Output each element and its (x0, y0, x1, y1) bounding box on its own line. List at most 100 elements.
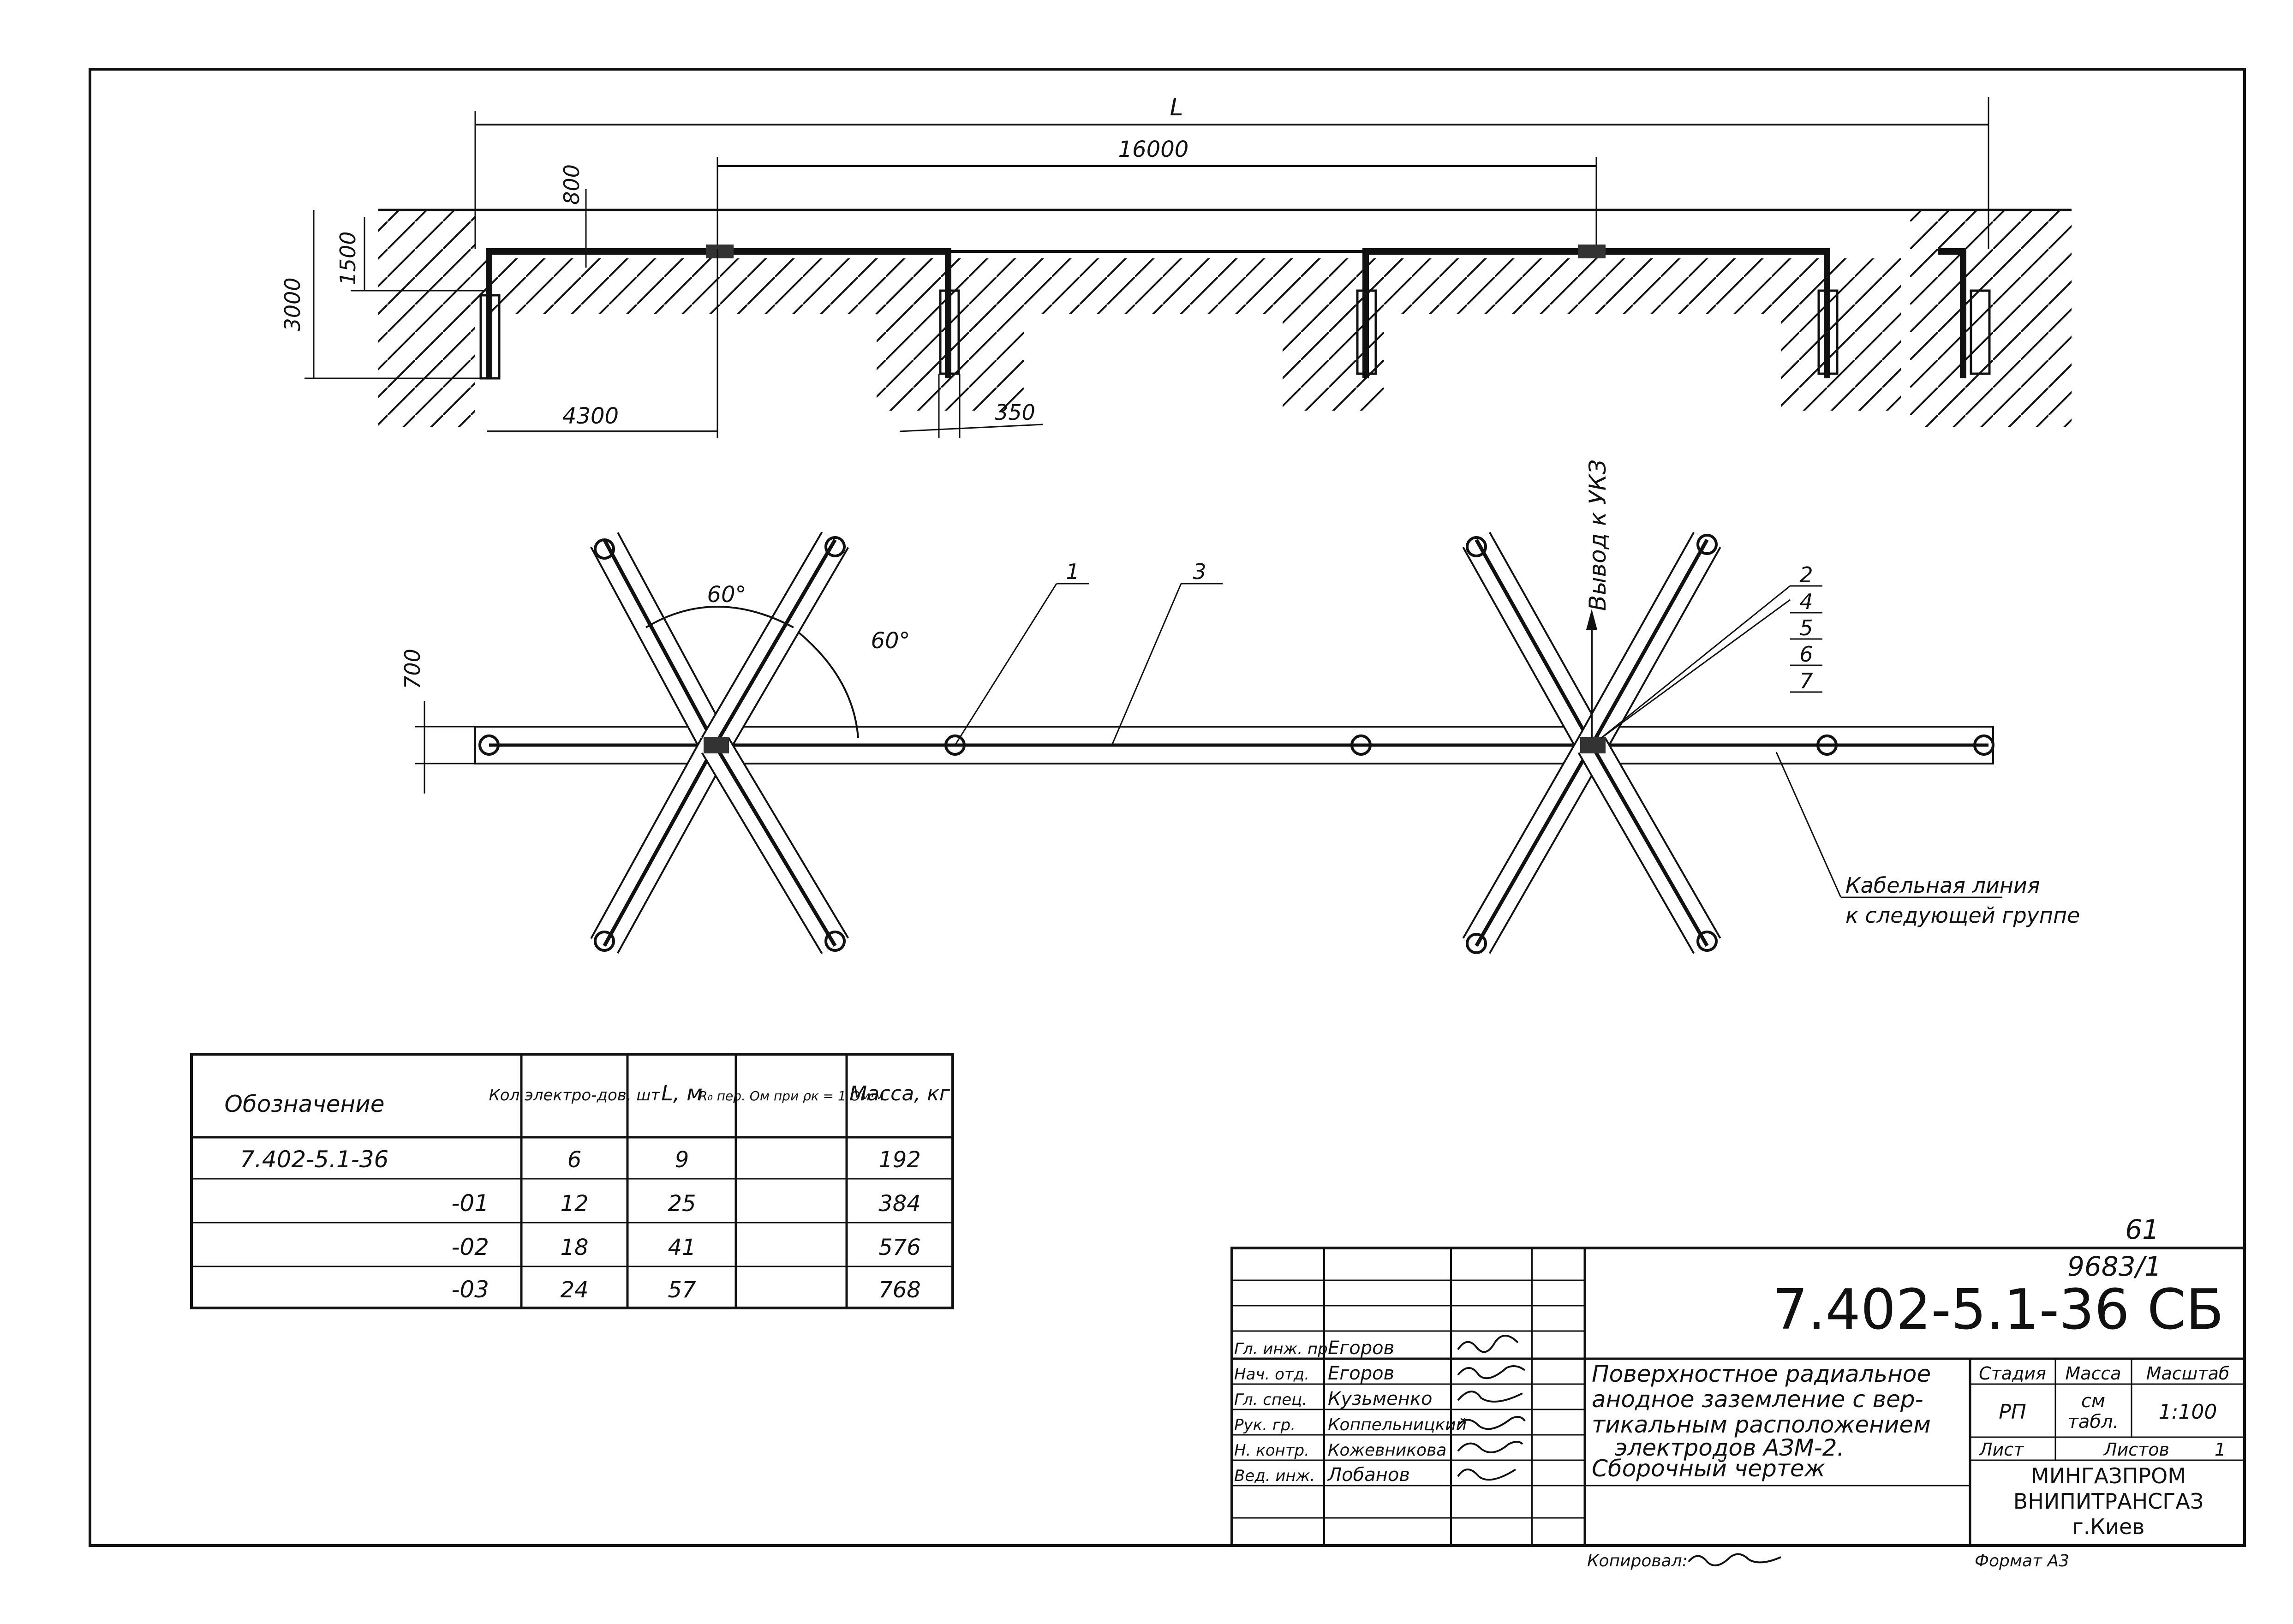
scale-value: 1:100 (2159, 1400, 2217, 1424)
dim-350-label: 350 (995, 400, 1035, 425)
stage-value: РП (1999, 1400, 2026, 1424)
title-block: 7.402-5.1-36 СБ Гл. инж. пр. Егоров Нач.… (1230, 1247, 2246, 1547)
header-count: Кол электро-дов, шт (489, 1086, 661, 1105)
callout-4: 4 (1799, 589, 1813, 614)
dim-4300-label: 4300 (562, 403, 619, 429)
dim-800-label: 800 (559, 164, 584, 205)
output-arrow-head (1586, 609, 1597, 630)
dim-350-line (899, 424, 1043, 432)
cable-joint-2 (1578, 245, 1606, 258)
callout-3-leader (1111, 583, 1182, 746)
org-line-3: г.Киев (2072, 1514, 2145, 1539)
doc-number: 7.402-5.1-36 СБ (1773, 1278, 2224, 1342)
callout-6: 6 (1799, 642, 1813, 667)
cable-joint-1 (706, 245, 734, 258)
mass-label: Масса (2065, 1363, 2121, 1384)
svg-text:Егоров: Егоров (1328, 1337, 1394, 1359)
svg-text:768: 768 (878, 1277, 921, 1303)
mass-value-1: см (2081, 1391, 2105, 1412)
callout-3: 3 (1193, 559, 1206, 584)
svg-text:57: 57 (668, 1277, 696, 1303)
sheet-label: Лист (1978, 1439, 2024, 1460)
table-row: -01 12 25 384 (451, 1190, 920, 1217)
callouts-right-leader (1600, 585, 1791, 739)
section-view: L 16000 800 1500 3000 4300 350 (280, 94, 2072, 438)
svg-text:Егоров: Егоров (1328, 1363, 1394, 1384)
scale-label: Масштаб (2146, 1363, 2230, 1384)
svg-text:-01: -01 (451, 1190, 489, 1217)
angle-arc-2 (797, 631, 859, 739)
svg-text:Нач. отд.: Нач. отд. (1234, 1365, 1309, 1384)
sheets-label: Листов (2103, 1439, 2169, 1460)
ground-hatch-right (1910, 210, 2072, 427)
table-row: 7.402-5.1-36 6 9 192 (240, 1146, 921, 1173)
electrode-4 (1817, 289, 1839, 375)
ground-hatch-5 (1384, 258, 1799, 314)
electrode-3 (1356, 289, 1377, 375)
electrode-star-2 (1462, 531, 1721, 954)
svg-text:Вед. инж.: Вед. инж. (1234, 1467, 1315, 1485)
svg-text:Рук. гр.: Рук. гр. (1234, 1416, 1296, 1434)
ground-hatch-left (378, 210, 475, 427)
mass-value-2: табл. (2068, 1411, 2119, 1433)
callout-1: 1 (1066, 559, 1079, 584)
svg-text:Коппельницкий: Коппельницкий (1328, 1415, 1467, 1434)
output-label: Вывод к УКЗ (1584, 460, 1611, 611)
org-line-2: ВНИПИТРАНСГАЗ (2013, 1489, 2204, 1514)
electrode-2 (939, 289, 960, 375)
svg-text:Н. контр.: Н. контр. (1234, 1441, 1309, 1460)
callout-7: 7 (1799, 669, 1813, 693)
callout-1-leader (954, 583, 1057, 746)
format-label: Формат А3 (1975, 1552, 2069, 1570)
header-mass: Масса, кг (849, 1082, 950, 1105)
svg-text:Сборочный чертеж: Сборочный чертеж (1592, 1455, 1825, 1482)
cable-label-line1: Кабельная линия (1845, 873, 2040, 898)
header-resistance: R₀ пер. Ом при ρк = 1 Ом·м (699, 1088, 884, 1104)
spec-table: Обозначение Кол электро-дов, шт L, м R₀ … (190, 1053, 954, 1309)
svg-text:-02: -02 (451, 1234, 489, 1260)
angle-arc-1 (645, 606, 794, 628)
dim-700-label: 700 (400, 649, 425, 689)
table-row: -03 24 57 768 (451, 1276, 920, 1303)
cable-label-leader (1775, 752, 1842, 898)
svg-text:24: 24 (560, 1277, 588, 1303)
svg-text:Поверхностное радиальное: Поверхностное радиальное (1592, 1361, 1931, 1387)
svg-text:576: 576 (878, 1235, 921, 1260)
electrode-5 (1970, 289, 1991, 375)
ground-hatch-1 (475, 258, 937, 314)
svg-text:анодное заземление с вер-: анодное заземление с вер- (1592, 1386, 1923, 1413)
svg-text:18: 18 (560, 1235, 588, 1260)
table-row: -02 18 41 576 (451, 1234, 920, 1260)
svg-text:9: 9 (675, 1147, 689, 1173)
callout-5: 5 (1799, 615, 1813, 640)
svg-text:Кожевникова: Кожевникова (1328, 1441, 1446, 1460)
ground-hatch-6 (1781, 258, 1901, 411)
angle-label-1: 60° (707, 582, 746, 608)
dim-L-label: L (1170, 94, 1183, 121)
page-number: 61 (2125, 1214, 2159, 1245)
copied-by: Копировал: (1587, 1552, 1688, 1570)
electrode-circles (478, 534, 1994, 954)
svg-text:Кузьменко: Кузьменко (1328, 1388, 1432, 1409)
plan-view: 60° 60° 700 1 3 2 4 5 6 7 Вывод к УКЗ (400, 460, 2080, 954)
header-designation: Обозначение (225, 1091, 385, 1117)
archive-number: 9683/1 (2067, 1251, 2162, 1282)
svg-text:Гл. инж. пр.: Гл. инж. пр. (1234, 1340, 1332, 1358)
svg-text:Гл. спец.: Гл. спец. (1234, 1391, 1307, 1409)
svg-text:25: 25 (668, 1191, 696, 1217)
svg-text:-03: -03 (451, 1276, 489, 1303)
cable-label-line2: к следующей группе (1845, 903, 2080, 928)
svg-text:электродов АЗМ-2.: электродов АЗМ-2. (1615, 1434, 1845, 1461)
org-line-1: МИНГАЗПРОМ (2031, 1463, 2186, 1488)
svg-text:41: 41 (668, 1235, 696, 1260)
copier-signature (1688, 1553, 1781, 1566)
stage-label: Стадия (1979, 1363, 2046, 1384)
dim-3000-label: 3000 (280, 277, 305, 331)
svg-text:384: 384 (878, 1191, 921, 1217)
signatures (1457, 1335, 1526, 1481)
drawing-frame (89, 68, 2246, 1547)
svg-text:12: 12 (560, 1191, 588, 1217)
dim-1500-label: 1500 (335, 231, 360, 285)
svg-text:тикальным расположением: тикальным расположением (1592, 1411, 1931, 1438)
